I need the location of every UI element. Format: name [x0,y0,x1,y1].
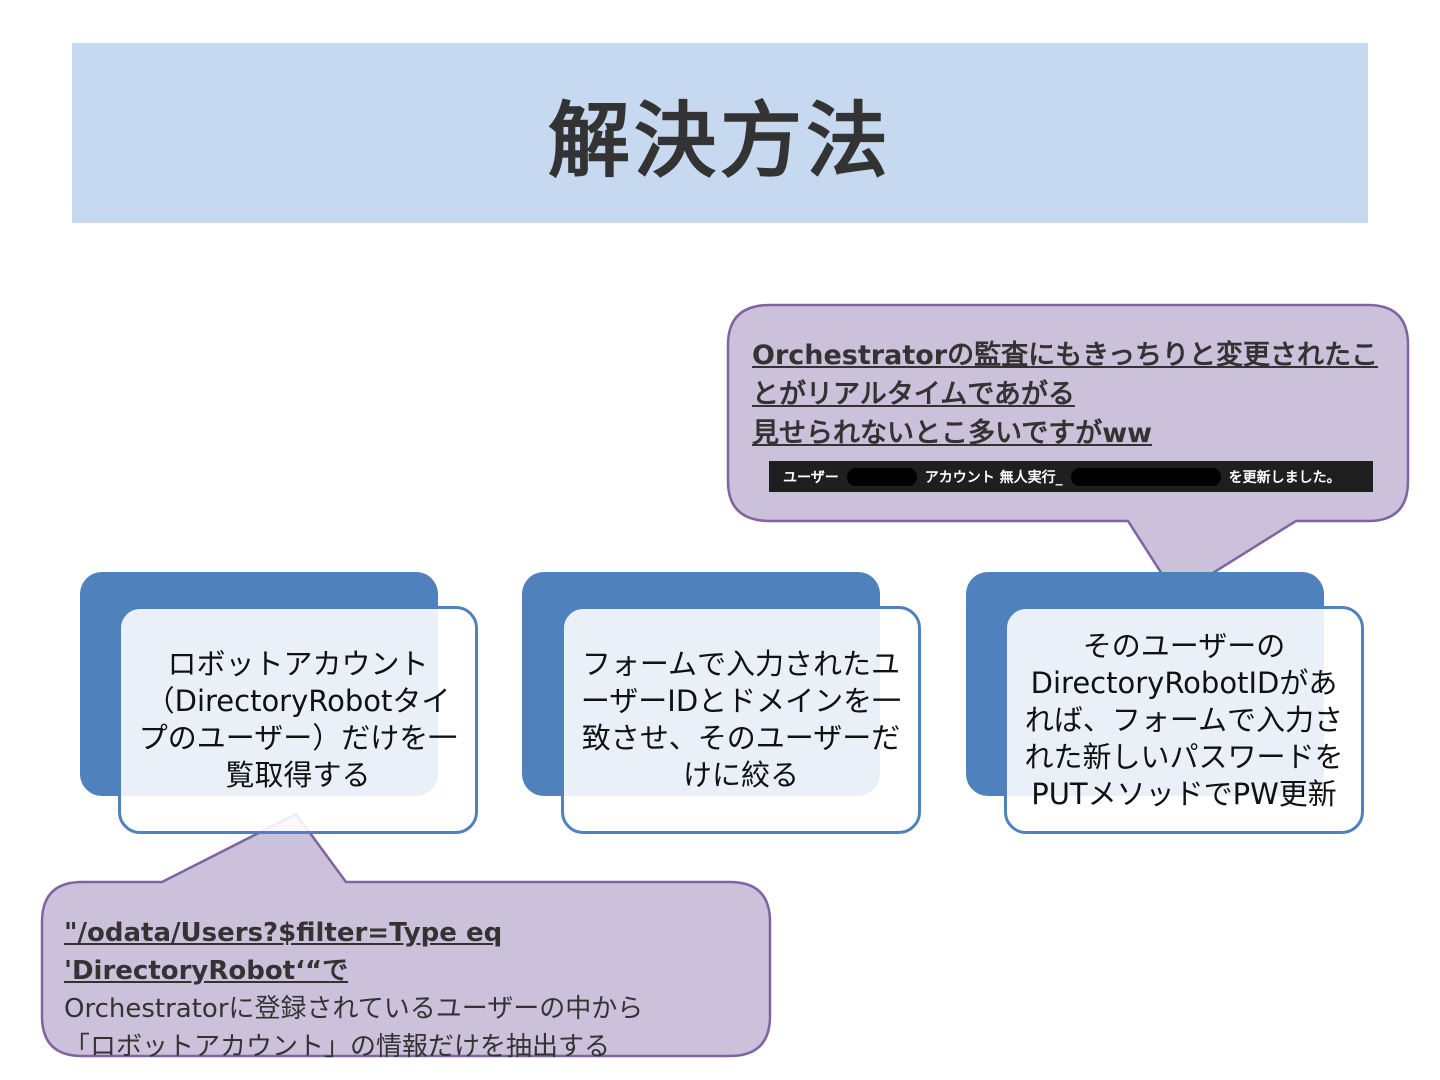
callout-bottom-line-2: Orchestratorに登録されているユーザーの中から [64,994,644,1024]
step-1-text: ロボットアカウント（DirectoryRobotタイプのユーザー）だけを一覧取得… [138,647,458,792]
step-2-box: フォームで入力されたユーザーIDとドメインを一致させ、そのユーザーだけに絞る [561,606,921,834]
notice-part-2: アカウント 無人実行_ [924,469,1063,486]
step-3-text: そのユーザーのDirectoryRobotIDがあれば、フォームで入力された新し… [1024,628,1344,811]
audit-notice-screenshot: ユーザー アカウント 無人実行_ を更新しました。 [769,461,1373,492]
callout-top-text: Orchestratorの監査にもきっちりと変更されたこ とがリアルタイムであが… [752,336,1392,453]
step-1-box: ロボットアカウント（DirectoryRobotタイプのユーザー）だけを一覧取得… [118,606,478,834]
callout-top-line-1: Orchestratorの監査にもきっちりと変更されたこ [752,340,1379,371]
callout-top-shape [726,303,1410,598]
title-band: 解決方法 [72,43,1368,223]
odata-filter-code: "/odata/Users?$filter=Type eq 'Directory… [64,918,503,986]
callout-bottom-shape [40,812,772,1058]
notice-part-3: を更新しました。 [1228,469,1341,486]
callout-top-line-3: 見せられないとこ多いですがww [752,418,1153,449]
slide-title: 解決方法 [547,93,892,189]
callout-top-line-2: とがリアルタイムであがる [752,379,1075,410]
step-3-box: そのユーザーのDirectoryRobotIDがあれば、フォームで入力された新し… [1004,606,1364,834]
redaction-mark [846,467,917,486]
step-2-text: フォームで入力されたユーザーIDとドメインを一致させ、そのユーザーだけに絞る [580,647,902,792]
redaction-mark [1070,467,1221,486]
notice-part-1: ユーザー [783,469,839,486]
callout-bottom-text: "/odata/Users?$filter=Type eq 'Directory… [64,914,754,1066]
callout-bottom-line-3: 「ロボットアカウント」の情報だけを抽出する [64,1032,611,1062]
